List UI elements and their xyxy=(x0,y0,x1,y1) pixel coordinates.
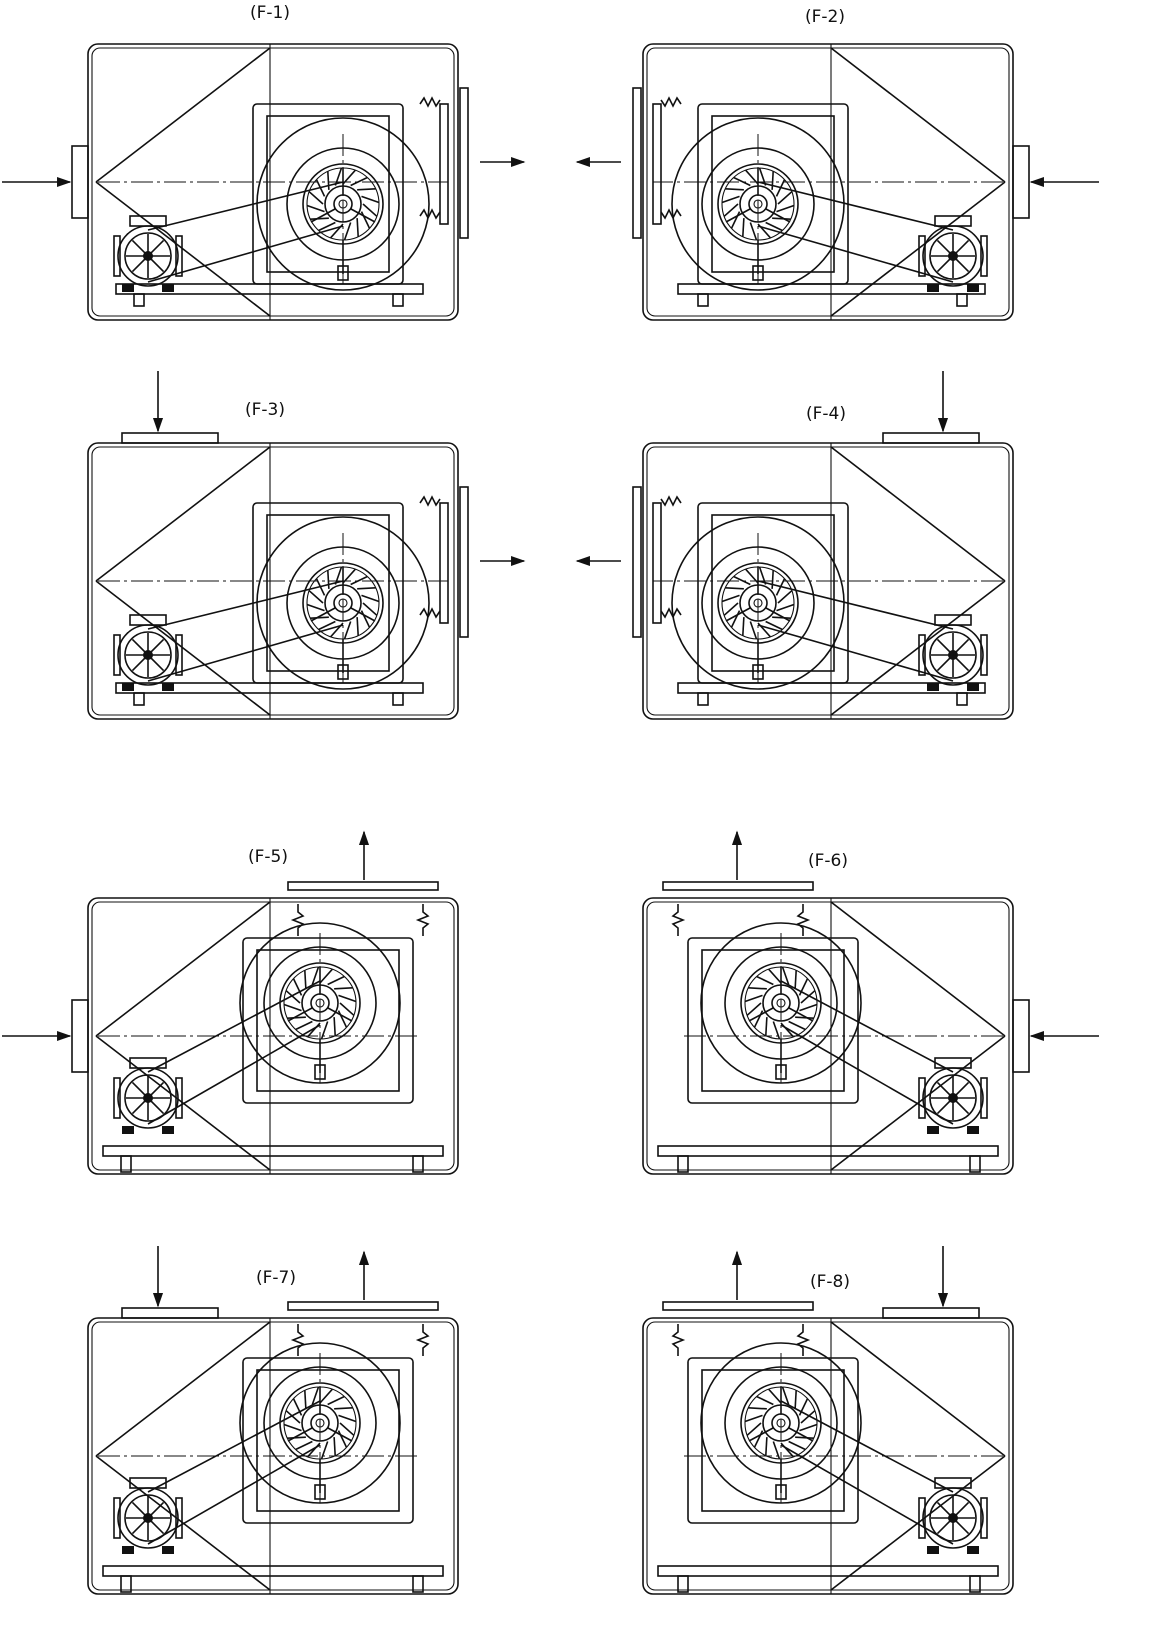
base-frame xyxy=(677,283,986,295)
inlet-flange xyxy=(882,432,980,444)
inlet-flange xyxy=(71,145,89,219)
figure-f1: (F-1) xyxy=(2,3,526,321)
outlet-flange xyxy=(632,486,642,638)
figure-label: (F-5) xyxy=(248,847,288,867)
fan-housing xyxy=(242,1357,414,1524)
figure-f6: (F-6) xyxy=(642,830,1099,1175)
inlet-flange xyxy=(1012,145,1030,219)
cabinet-outline xyxy=(87,1317,459,1595)
figure-f4: (F-4) xyxy=(575,371,1014,720)
figure-label: (F-1) xyxy=(250,3,290,23)
figure-label: (F-2) xyxy=(805,7,845,27)
inlet-flange xyxy=(71,999,89,1073)
figure-f2: (F-2) xyxy=(575,7,1099,321)
motor xyxy=(918,1057,988,1135)
base-frame xyxy=(677,682,986,694)
motor xyxy=(113,1057,183,1135)
outlet-flange xyxy=(287,881,439,891)
fan-housing xyxy=(687,937,859,1104)
inlet-flange xyxy=(121,432,219,444)
outlet-flange xyxy=(459,87,469,239)
figure-label: (F-6) xyxy=(808,851,848,871)
figure-f3: (F-3) xyxy=(87,371,526,720)
inlet-flange xyxy=(1012,999,1030,1073)
cabinet-outline xyxy=(642,442,1014,720)
figure-label: (F-3) xyxy=(245,400,285,420)
outlet-flange xyxy=(662,881,814,891)
figure-f7: (F-7) xyxy=(87,1246,459,1595)
base-frame xyxy=(115,682,424,694)
fan-housing xyxy=(687,1357,859,1524)
fan-housing xyxy=(242,937,414,1104)
base-frame xyxy=(102,1565,444,1577)
motor xyxy=(113,614,183,692)
motor xyxy=(113,215,183,293)
base-frame xyxy=(657,1145,999,1157)
base-frame xyxy=(115,283,424,295)
cabinet-outline xyxy=(642,1317,1014,1595)
outlet-flange xyxy=(459,486,469,638)
figure-label: (F-7) xyxy=(256,1268,296,1288)
figure-f8: (F-8) xyxy=(642,1246,1014,1595)
inlet-flange xyxy=(882,1307,980,1319)
base-frame xyxy=(657,1565,999,1577)
motor xyxy=(918,614,988,692)
motor xyxy=(113,1477,183,1555)
outlet-flange xyxy=(287,1301,439,1311)
figure-label: (F-4) xyxy=(806,404,846,424)
cabinet-outline xyxy=(87,442,459,720)
figure-f5: (F-5) xyxy=(2,830,459,1175)
outlet-flange xyxy=(662,1301,814,1311)
motor xyxy=(918,1477,988,1555)
outlet-flange xyxy=(632,87,642,239)
figure-label: (F-8) xyxy=(810,1272,850,1292)
inlet-flange xyxy=(121,1307,219,1319)
motor xyxy=(918,215,988,293)
base-frame xyxy=(102,1145,444,1157)
